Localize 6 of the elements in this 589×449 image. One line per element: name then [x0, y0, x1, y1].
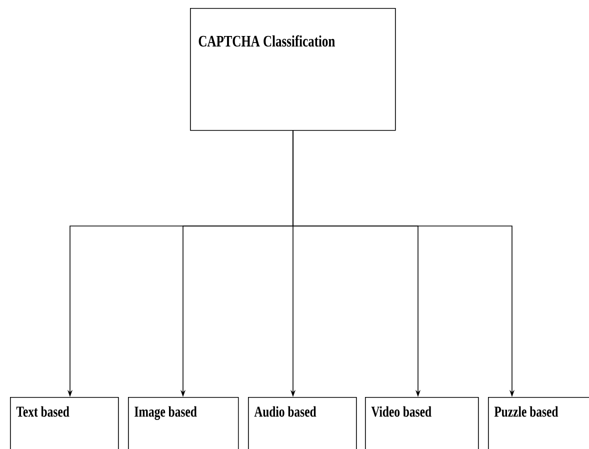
type-box: Audio based: [248, 396, 357, 449]
type-box: Image based: [128, 396, 239, 449]
category-box: CAPTCHA Classification: [190, 8, 396, 131]
type-box: Video based: [365, 396, 479, 449]
type-box: Puzzle based: [488, 396, 589, 449]
type-box: Text based: [10, 396, 119, 449]
